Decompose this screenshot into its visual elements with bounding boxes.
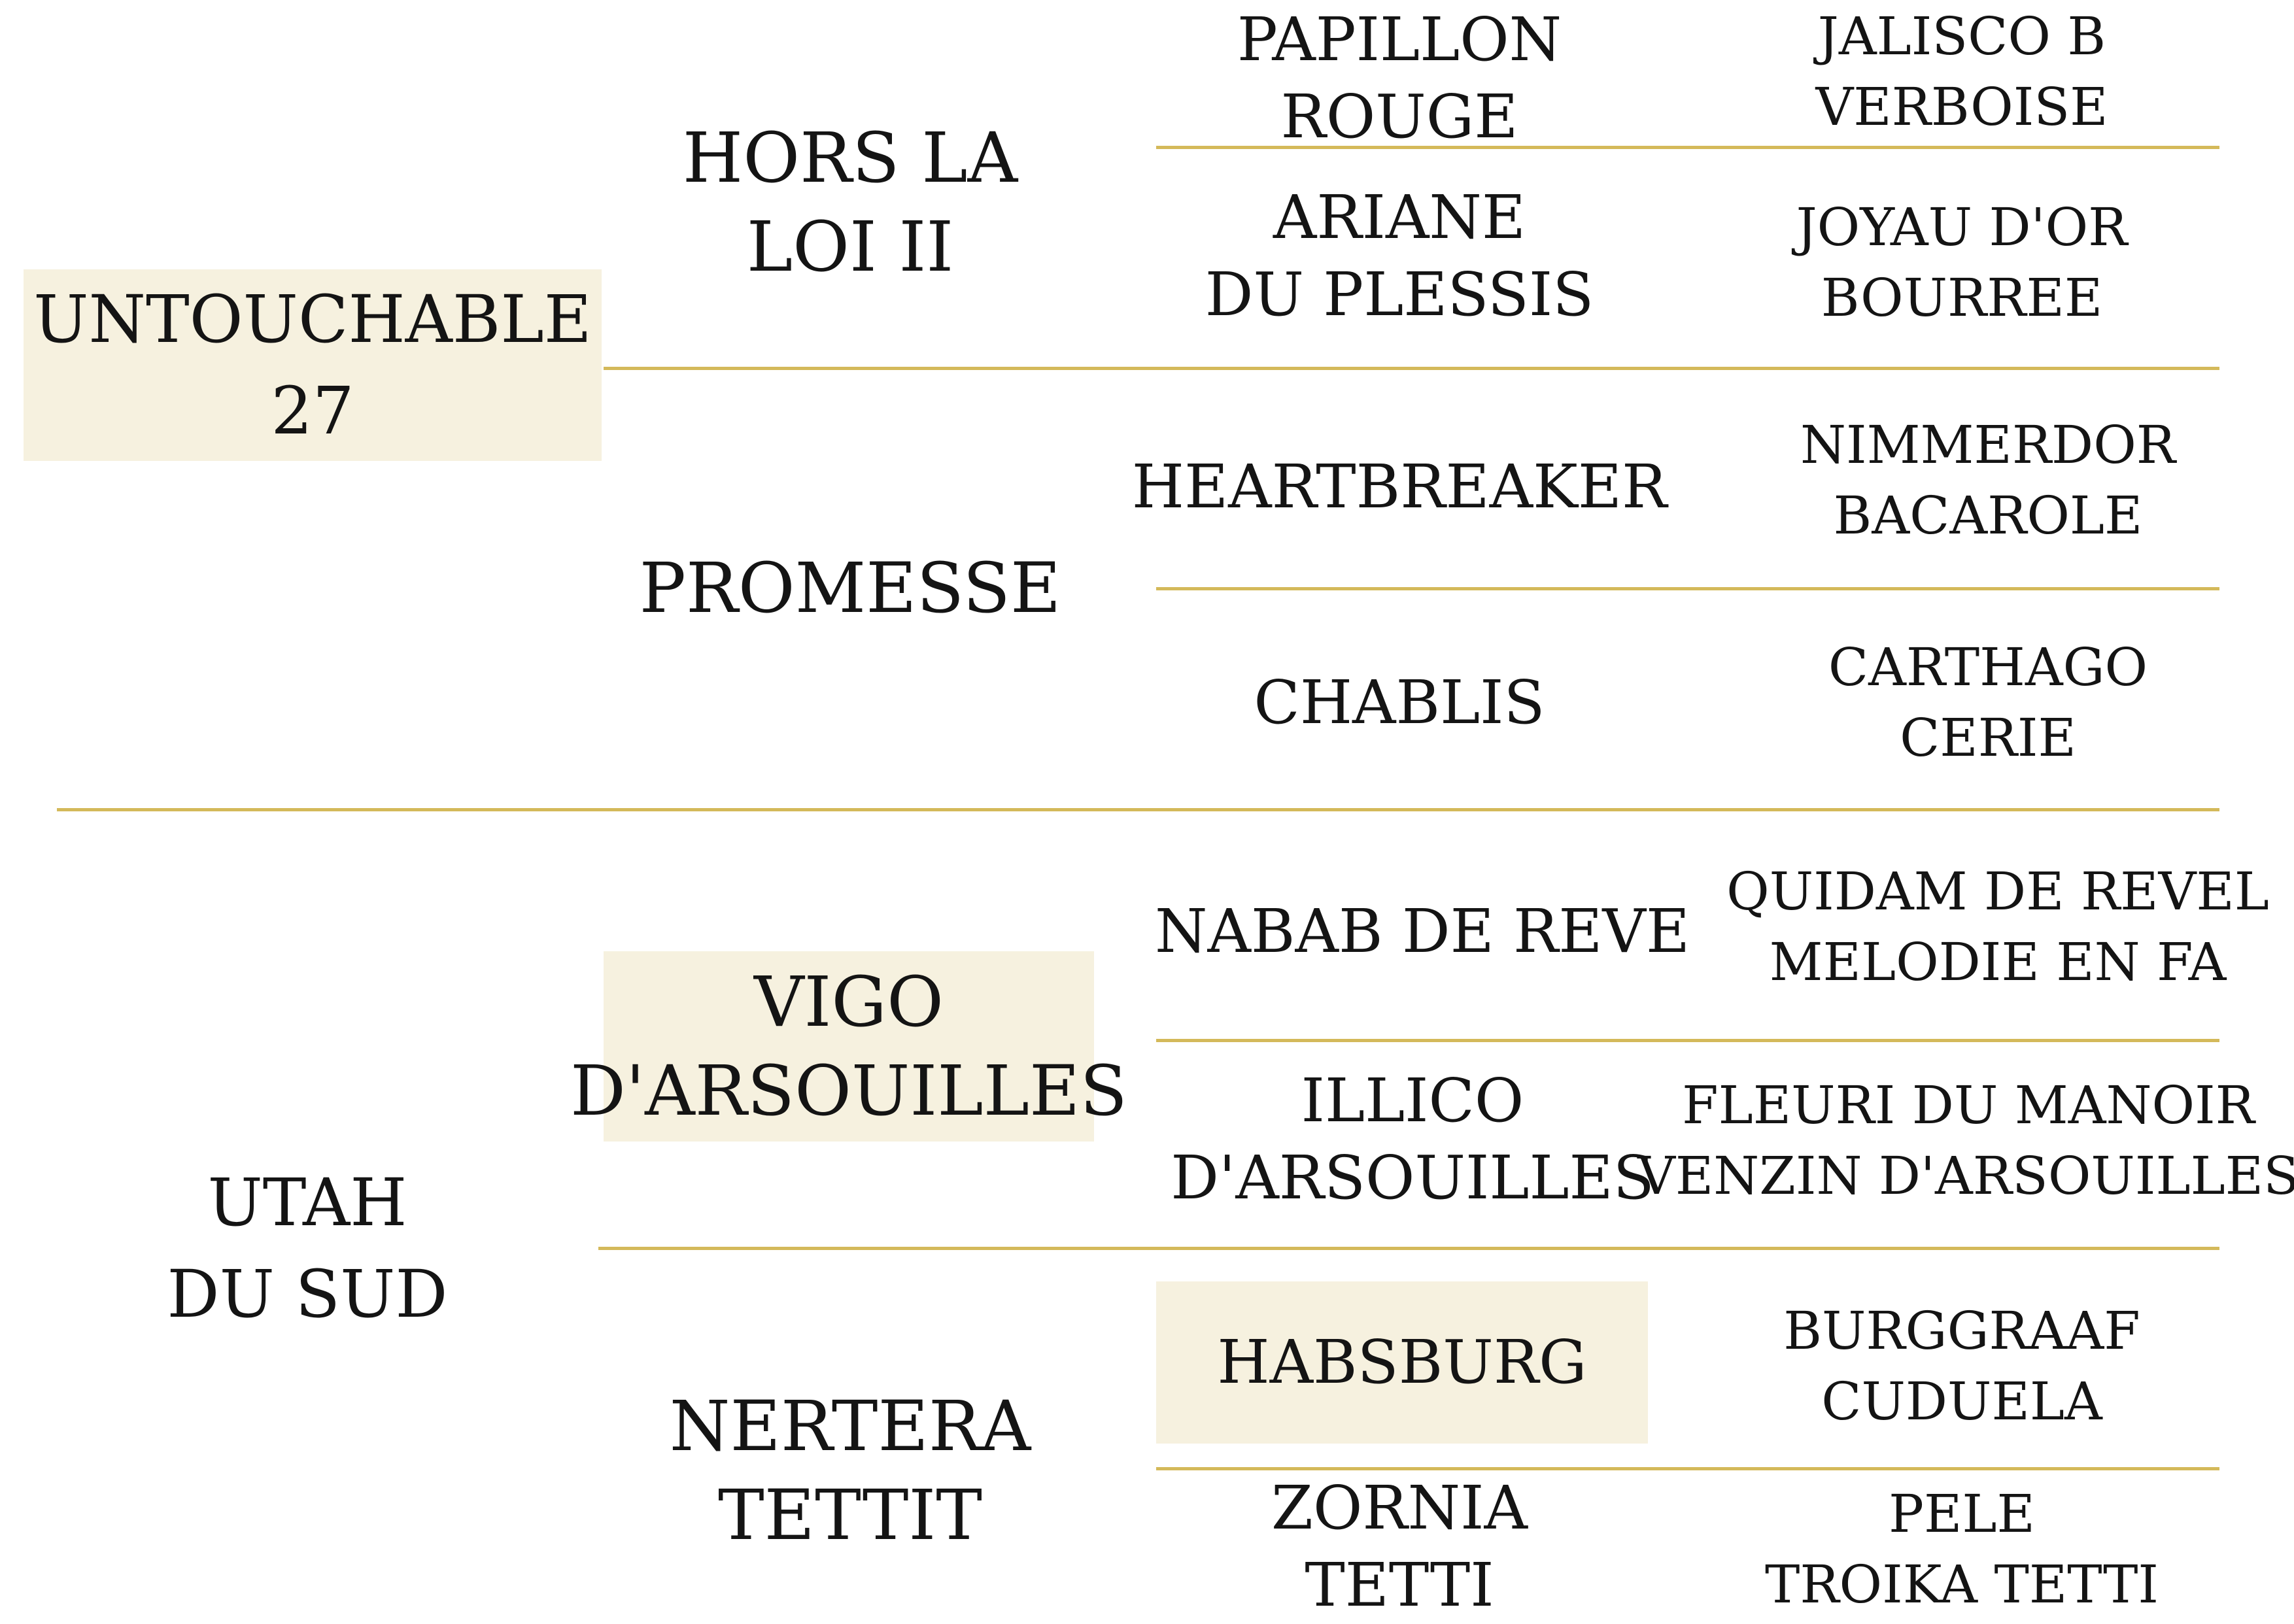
gen4-line1: FLEURI DU MANOIR <box>1682 1075 2255 1136</box>
sire-dam-line1: ARIANE <box>1273 182 1526 252</box>
dam-sire-name-line1: VIGO <box>754 961 944 1042</box>
separator-line <box>1156 146 2219 149</box>
dam-node: UTAH DU SUD <box>52 1151 562 1347</box>
sire-sire-node: PAPILLON ROUGE <box>1151 1 1648 156</box>
sire-sire-line2: ROUGE <box>1280 82 1518 152</box>
dam-name-line2: DU SUD <box>167 1256 448 1332</box>
gen4-line1: CARTHAGO <box>1828 637 2148 698</box>
sire-dam-node-gen3: ARIANE DU PLESSIS <box>1151 179 1648 333</box>
gen4-line1: QUIDAM DE REVEL <box>1726 861 2269 922</box>
ds-sire-name: NABAB DE REVE <box>1154 896 1690 966</box>
gen4-ddd-parents: PELE TROIKA TETTI <box>1661 1481 2263 1618</box>
dam-dam-node: NERTERA TETTIT <box>615 1379 1086 1563</box>
separator-line <box>604 367 2219 370</box>
gen4-line1: JALISCO B <box>1817 6 2106 67</box>
dd-sire-node: HABSBURG <box>1156 1281 1648 1444</box>
separator-line <box>1156 1467 2219 1470</box>
gen4-dds-parents: BURGGRAAF CUDUELA <box>1661 1294 2263 1438</box>
gen4-line2: BACAROLE <box>1833 485 2143 546</box>
gen4-line1: BURGGRAAF <box>1783 1300 2140 1361</box>
gen4-line1: JOYAU D'OR <box>1796 197 2128 258</box>
dam-name-line1: UTAH <box>207 1164 407 1241</box>
separator-line <box>1156 587 2219 590</box>
dam-sire-node: VIGO D'ARSOUILLES <box>570 951 1127 1142</box>
sire-dam-node: PROMESSE <box>615 543 1086 634</box>
sd-dam-name: CHABLIS <box>1254 668 1545 737</box>
dam-dam-name-line2: TETTIT <box>717 1475 983 1555</box>
dd-dam-line2: TETTI <box>1305 1550 1494 1620</box>
sd-sire-node: HEARTBREAKER <box>1132 445 1667 530</box>
gen4-line2: MELODIE EN FA <box>1769 932 2227 992</box>
gen4-line1: PELE <box>1889 1483 2035 1544</box>
dd-dam-node: ZORNIA TETTI <box>1151 1472 1648 1621</box>
gen4-line2: CUDUELA <box>1821 1371 2102 1432</box>
subject-number: 27 <box>271 372 354 449</box>
sd-sire-name: HEARTBREAKER <box>1131 452 1668 522</box>
ds-dam-line1: ILLICO <box>1301 1066 1524 1136</box>
sire-node: HORS LA LOI II <box>615 111 1086 294</box>
gen4-ds-parents: NIMMERDOR BACAROLE <box>1687 409 2289 552</box>
sd-dam-node: CHABLIS <box>1151 660 1648 745</box>
gen4-line2: BOURREE <box>1821 267 2103 328</box>
sire-name-line2: LOI II <box>746 207 954 287</box>
sire-sire-line1: PAPILLON <box>1237 5 1562 75</box>
ds-dam-node: ILLICO D'ARSOUILLES <box>1171 1062 1654 1217</box>
gen4-line1: NIMMERDOR <box>1800 414 2176 475</box>
dam-dam-name-line1: NERTERA <box>669 1386 1031 1466</box>
gen4-line2: TROIKA TETTI <box>1764 1554 2159 1615</box>
gen4-dss-parents: QUIDAM DE REVEL MELODIE EN FA <box>1707 855 2289 999</box>
sire-dam-line2: DU PLESSIS <box>1205 260 1594 330</box>
ds-sire-node: NABAB DE REVE <box>1151 889 1694 974</box>
sire-dam-name: PROMESSE <box>639 548 1061 628</box>
separator-line <box>57 808 2219 811</box>
gen4-line2: VERBOISE <box>1815 76 2108 137</box>
gen4-dsd-parents: FLEURI DU MANOIR VENZIN D'ARSOUILLES <box>1637 1069 2294 1213</box>
gen4-line2: VENZIN D'ARSOUILLES <box>1637 1145 2294 1206</box>
subject-name: UNTOUCHABLE <box>33 280 592 358</box>
separator-line <box>598 1247 2219 1250</box>
gen4-dd-parents: CARTHAGO CERIE <box>1687 631 2289 775</box>
dam-sire-name-line2: D'ARSOUILLES <box>570 1050 1127 1131</box>
dd-sire-name: HABSBURG <box>1217 1327 1587 1397</box>
gen4-ss-parents: JALISCO B VERBOISE <box>1661 0 2263 144</box>
gen4-sd-parents: JOYAU D'OR BOURREE <box>1661 191 2263 335</box>
separator-line <box>1156 1039 2219 1042</box>
gen4-line2: CERIE <box>1900 707 2076 768</box>
sire-name-line1: HORS LA <box>682 118 1018 198</box>
subject-horse: UNTOUCHABLE 27 <box>24 269 602 461</box>
ds-dam-line2: D'ARSOUILLES <box>1171 1143 1654 1213</box>
dd-dam-line1: ZORNIA <box>1271 1473 1528 1543</box>
